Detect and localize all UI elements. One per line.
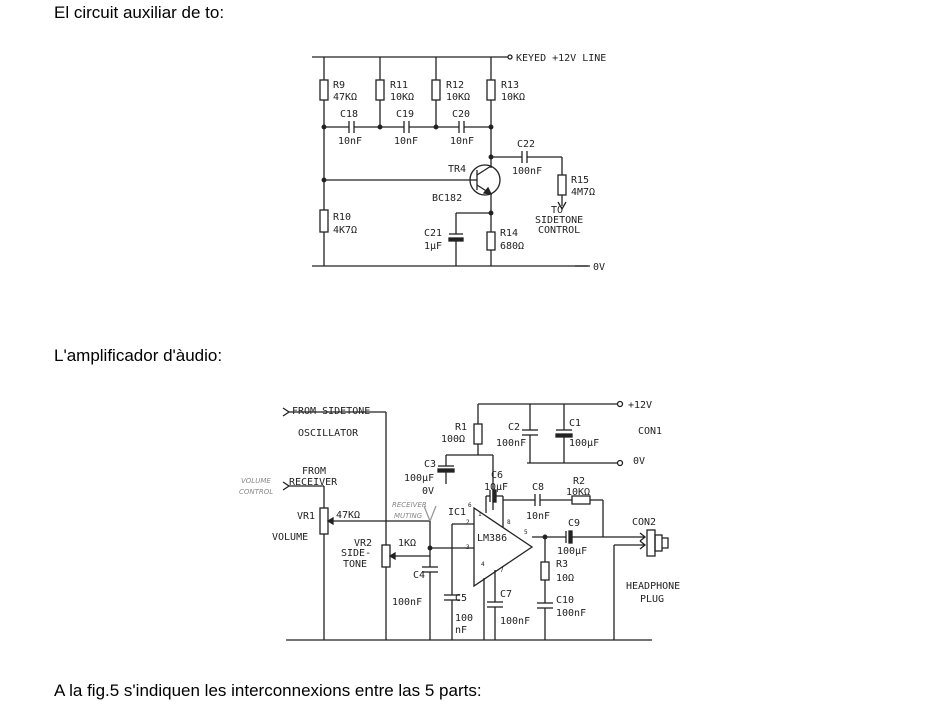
audio-amplifier-schematic: +12V 0V CON1 C2 100nF C1 100µF R1 100Ω C… bbox=[239, 400, 680, 641]
pin-4: 4 bbox=[481, 561, 485, 568]
keyed-line-label: KEYED +12V LINE bbox=[516, 53, 606, 64]
vr1-value: 47KΩ bbox=[336, 510, 360, 521]
r9-value: 47KΩ bbox=[333, 92, 357, 103]
c1-ref: C1 bbox=[569, 418, 581, 429]
c20-ref: C20 bbox=[452, 109, 470, 120]
c2-value: 100nF bbox=[496, 438, 526, 449]
vr1-name: VOLUME bbox=[272, 532, 308, 543]
vr2-tone: TONE bbox=[343, 559, 367, 570]
volume-handwritten: VOLUME bbox=[241, 477, 271, 485]
receiver-label: RECEIVER bbox=[289, 477, 338, 488]
c5-ref: C5 bbox=[455, 593, 467, 604]
c7-value: 100nF bbox=[500, 616, 530, 627]
pin-6: 6 bbox=[468, 502, 472, 509]
c9-ref: C9 bbox=[568, 518, 580, 529]
c18-value: 10nF bbox=[338, 136, 362, 147]
headphone-label: HEADPHONE bbox=[626, 581, 680, 592]
r12-ref: R12 bbox=[446, 80, 464, 91]
to-label: TO bbox=[551, 205, 563, 216]
pin-5: 5 bbox=[524, 529, 528, 536]
c22-ref: C22 bbox=[517, 139, 535, 150]
r14-ref: R14 bbox=[500, 228, 518, 239]
r15-ref: R15 bbox=[571, 175, 589, 186]
c8-value: 10nF bbox=[526, 511, 550, 522]
tr4-value: BC182 bbox=[432, 193, 462, 204]
c10-value: 100nF bbox=[556, 608, 586, 619]
con2-label: CON2 bbox=[632, 517, 656, 528]
ic1-part: LM386 bbox=[477, 533, 507, 544]
c4-value: 100nF bbox=[392, 597, 422, 608]
r13-ref: R13 bbox=[501, 80, 519, 91]
pin-2: 2 bbox=[466, 519, 470, 526]
c3-ground: 0V bbox=[422, 486, 434, 497]
plug-label: PLUG bbox=[640, 594, 664, 605]
c21-value: 1µF bbox=[424, 241, 442, 252]
section-heading-audio-amplifier: L'amplificador d'àudio: bbox=[54, 346, 223, 365]
r9-ref: R9 bbox=[333, 80, 345, 91]
pin-1: 1 bbox=[478, 511, 482, 518]
plus12v-label: +12V bbox=[628, 400, 652, 411]
vr2-ref: VR2 bbox=[354, 538, 372, 549]
r11-value: 10KΩ bbox=[390, 92, 414, 103]
control-handwritten: CONTROL bbox=[239, 488, 273, 496]
r3-value: 10Ω bbox=[556, 573, 574, 584]
oscillator-label: OSCILLATOR bbox=[298, 428, 359, 439]
r13-value: 10KΩ bbox=[501, 92, 525, 103]
c7-ref: C7 bbox=[500, 589, 512, 600]
c5-unit: nF bbox=[455, 625, 467, 636]
c4-ref: C4 bbox=[413, 570, 425, 581]
c22-value: 100nF bbox=[512, 166, 542, 177]
c21-ref: C21 bbox=[424, 228, 442, 239]
r10-value: 4K7Ω bbox=[333, 225, 357, 236]
c5-value: 100 bbox=[455, 613, 473, 624]
r2-ref: R2 bbox=[573, 476, 585, 487]
r15-value: 4M7Ω bbox=[571, 187, 595, 198]
control-label: CONTROL bbox=[538, 225, 580, 236]
zero-v-label: 0V bbox=[633, 456, 645, 467]
r12-value: 10KΩ bbox=[446, 92, 470, 103]
c1-value: 100µF bbox=[569, 438, 599, 449]
pin-8: 8 bbox=[507, 519, 511, 526]
c18-ref: C18 bbox=[340, 109, 358, 120]
c3-value: 100µF bbox=[404, 473, 434, 484]
c19-value: 10nF bbox=[394, 136, 418, 147]
tr4-ref: TR4 bbox=[448, 164, 466, 175]
c2-ref: C2 bbox=[508, 422, 520, 433]
r11-ref: R11 bbox=[390, 80, 408, 91]
c8-ref: C8 bbox=[532, 482, 544, 493]
section-heading-interconnections: A la fig.5 s'indiquen les interconnexion… bbox=[54, 681, 482, 700]
c20-value: 10nF bbox=[450, 136, 474, 147]
r1-value: 100Ω bbox=[441, 434, 465, 445]
r2-value: 10KΩ bbox=[566, 487, 590, 498]
vr1-ref: VR1 bbox=[297, 511, 315, 522]
ic1-ref: IC1 bbox=[448, 507, 466, 518]
c3-ref: C3 bbox=[424, 459, 436, 470]
r1-ref: R1 bbox=[455, 422, 467, 433]
receiver-muting-handwritten: RECEIVER bbox=[392, 501, 427, 509]
c9-value: 100µF bbox=[557, 546, 587, 557]
r3-ref: R3 bbox=[556, 559, 568, 570]
r10-ref: R10 bbox=[333, 212, 351, 223]
pin-7: 7 bbox=[500, 567, 504, 574]
vr2-side: SIDE- bbox=[341, 548, 371, 559]
section-heading-tone-circuit: El circuit auxiliar de to: bbox=[54, 3, 225, 22]
muting-handwritten: MUTING bbox=[394, 512, 423, 520]
sidetone-oscillator-schematic: KEYED +12V LINE 0V R9 47KΩ R10 4K7Ω R11 … bbox=[312, 53, 606, 273]
con1-label: CON1 bbox=[638, 426, 662, 437]
from-sidetone-label: FROM SIDETONE bbox=[292, 406, 370, 417]
from-label: FROM bbox=[302, 466, 326, 477]
c19-ref: C19 bbox=[396, 109, 414, 120]
osc-ground-label: 0V bbox=[593, 262, 605, 273]
c6-value: 10µF bbox=[484, 482, 508, 493]
c6-ref: C6 bbox=[491, 470, 503, 481]
c10-ref: C10 bbox=[556, 595, 574, 606]
vr2-value: 1KΩ bbox=[398, 538, 416, 549]
sidetone-label: SIDETONE bbox=[535, 215, 583, 226]
r14-value: 680Ω bbox=[500, 241, 524, 252]
